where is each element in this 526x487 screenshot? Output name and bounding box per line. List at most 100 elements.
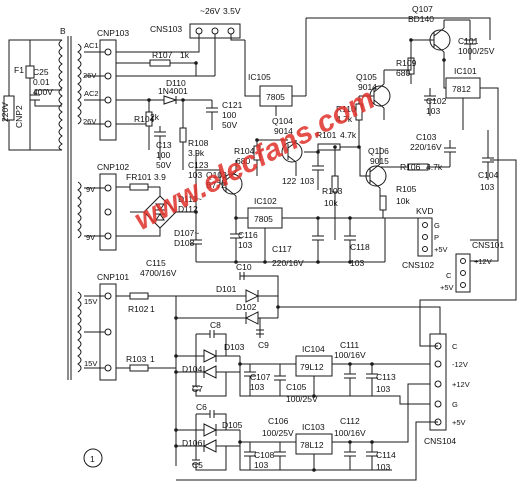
ic104-part: 79L12 [300,362,324,372]
r103-label: R103 [322,186,343,196]
c106-label: C106 [268,416,289,426]
c115-label: C115 [146,258,166,268]
transformer-b: B 26V 26V 9V 9V 15V 15V [58,26,97,380]
q104-label: Q104 [272,116,293,126]
c8-label: C8 [210,320,221,330]
c101-label: C101 [458,36,479,46]
c122-value: 103 [300,176,314,186]
d101-label: D101 [216,284,237,294]
r102-value: 1 [150,304,155,314]
c103-label: C103 [416,132,437,142]
r108-label: R108 [188,138,209,148]
c114-value: 103 [376,462,390,472]
r104-label: R104 [234,146,255,156]
c112-value: 100/16V [334,428,366,438]
cns102-pin-5v: +5V [434,245,448,254]
r104-value: 680 [236,156,250,166]
d110-value: 1N4001 [158,86,188,96]
cnp103-label: CNP103 [97,28,129,38]
r104-top-value: 2k [150,112,160,122]
r110-label: R110 [336,104,356,114]
c123-label: C123 [188,160,209,170]
c101-value: 1000/25V [458,46,495,56]
cns103-26v-label: ~26V [200,6,220,16]
r104-top-label: R104 [134,114,155,124]
fuse-f1 [25,65,35,79]
c103-value: 220/16V [410,142,442,152]
resistor-fr101 [129,183,149,191]
ic102-label: IC102 [254,196,277,206]
rectifier-26v-section: R107 1k D110 1N4001 R104 2k C121 100 50V… [116,50,243,170]
d108-label: D108 [174,238,195,248]
c112-label: C112 [340,416,360,426]
winding-15v-b-label: 15V [84,359,97,368]
c107-value: 103 [250,382,264,392]
figure-number-marker: 1 [83,448,103,468]
d110-label: D110 [166,78,186,88]
cns104-pin-5v: +5V [452,418,466,427]
figure-number: 1 [90,454,95,464]
cnp103-pin-ac1: AC1 [84,41,99,50]
mains-input: F1 C25 0.01 400V 220V CNP2 [0,39,62,151]
c13-value-2: 50V [156,160,171,170]
ic104-label: IC104 [302,344,325,354]
c117-label: C117 [272,244,292,254]
connector-cnp102: CNP102 [84,162,129,251]
ic102-part: 7805 [254,214,273,224]
winding-9v-b-label: 9V [86,233,95,242]
fr101-value: 3.9 [154,172,166,182]
c13-label: C13 [156,140,172,150]
c114-label: C114 [376,450,396,460]
c118-label: C118 [350,242,370,252]
winding-15v-a-label: 15V [84,297,97,306]
c108-value: 103 [254,460,268,470]
q105-label: Q105 [356,72,377,82]
c113-label: C113 [376,372,396,382]
regulator-ic105: IC105 7805 [244,18,307,116]
r102-label: R102 [128,304,149,314]
c106-value: 100/25V [262,428,294,438]
c115-value: 4700/16V [140,268,177,278]
diode-d110 [163,95,178,105]
diode-d106 [202,439,217,453]
c13-value-1: 100 [156,150,170,160]
c10-label: C10 [236,262,252,272]
c121-label: C121 [222,100,243,110]
connector-cnp101: CNP101 [84,272,129,381]
r105-value: 10k [396,196,410,206]
connector-cns101: CNS101 +12V C +5V [440,239,504,293]
c113-value: 103 [376,384,390,394]
c121-value-2: 50V [222,120,237,130]
rectifier-15v-upper: R102 1 C10 D101 D102 C9 [116,262,441,350]
diode-d102 [244,311,259,325]
c107-label: C107 [250,372,271,382]
q107-part: BD140 [408,14,434,24]
r109-value: 680 [396,68,410,78]
winding-9v-a-label: 9V [86,185,95,194]
cns102-pin-g: G [434,221,440,230]
regulator-ic101: IC101 7812 C102 103 [424,60,499,240]
connector-cns102: KVD G P +5V CNS102 [402,206,448,270]
c111-label: C111 [340,340,359,350]
connector-cns104: C -12V +12V G +5V CNS104 [176,159,517,481]
d104-label: D104 [182,364,203,374]
cnp102-label: CNP102 [97,162,129,172]
cns104-label: CNS104 [424,436,456,446]
c116-label: C116 [238,230,258,240]
cns101-pin-c: C [446,271,452,280]
q106-part: 9015 [370,156,389,166]
cns102-label: CNS102 [402,260,434,270]
ic103-part: 78L12 [300,440,324,450]
diode-d101 [245,289,260,303]
c25-value-2: 400V [33,87,53,97]
r101-label: R101 [316,130,337,140]
q107-label: Q107 [412,4,433,14]
regulator-ic102: IC102 7805 C116 103 C117 220/16V C118 10… [196,196,418,268]
c121-value-1: 100 [222,110,236,120]
transistor-q104 [281,141,303,163]
ic105-label: IC105 [248,72,271,82]
ic101-label: IC101 [454,66,477,76]
resistor-r107 [149,59,171,67]
cns103-35v-label: 3.5V [223,6,241,16]
